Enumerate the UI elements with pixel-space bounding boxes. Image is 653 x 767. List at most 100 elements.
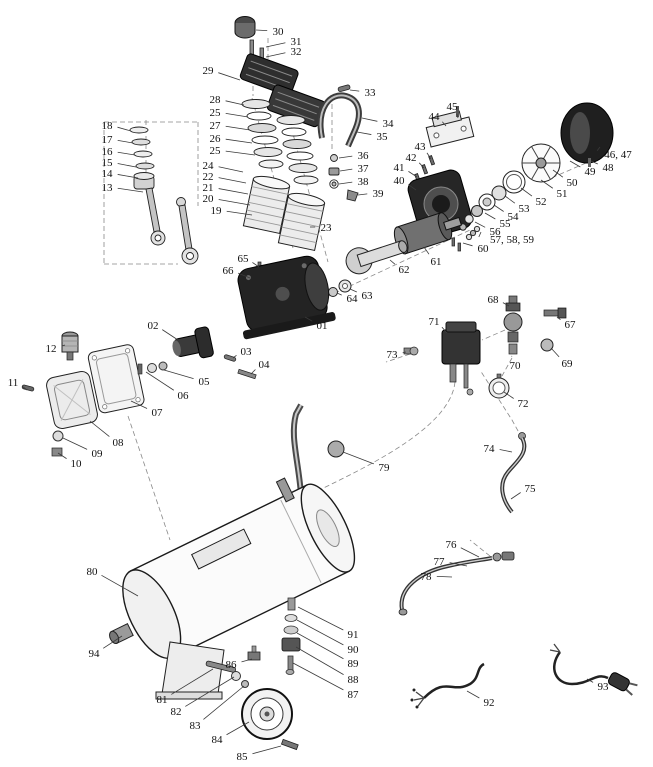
bolt-03 <box>223 354 237 362</box>
part-label-87: 87 <box>348 689 360 701</box>
power-plug <box>607 672 638 696</box>
leader-line-20 <box>218 199 251 206</box>
washer <box>491 185 507 201</box>
leader-line-48 <box>590 160 598 165</box>
leader-line-67 <box>556 316 561 321</box>
part-label-45: 45 <box>447 101 459 113</box>
air-filter <box>61 331 79 361</box>
fitting-69 <box>540 338 554 352</box>
part-label-16: 16 <box>102 146 114 158</box>
leader-line-09 <box>62 437 88 450</box>
leader-line-50 <box>552 169 564 178</box>
part-label-01: 01 <box>317 320 328 332</box>
part-label-50: 50 <box>567 177 579 189</box>
leader-line-25 <box>225 150 256 156</box>
regulator <box>503 295 523 355</box>
part-label-49: 49 <box>585 166 597 178</box>
part-label-66: 66 <box>223 265 235 277</box>
part-label-26: 26 <box>210 133 222 145</box>
leader-line-31 <box>265 42 286 48</box>
leader-line-43 <box>426 152 432 160</box>
part-label-60: 60 <box>478 243 490 255</box>
air-tank <box>109 477 356 659</box>
tank-handle-tube <box>290 403 304 495</box>
leader-line-17 <box>117 139 134 144</box>
part-label-11: 11 <box>8 377 19 389</box>
leader-line-79 <box>342 451 375 465</box>
fan-cover <box>560 102 614 167</box>
leader-line-36 <box>338 155 353 159</box>
mounting-bracket <box>425 106 475 148</box>
power-cord-93 <box>549 643 638 696</box>
part-label-42: 42 <box>406 152 417 164</box>
part-label-39: 39 <box>373 188 385 200</box>
leader-line-76 <box>460 547 480 558</box>
part-label-15: 15 <box>102 157 114 169</box>
drain-valve <box>247 645 261 661</box>
part-label-29: 29 <box>203 65 215 77</box>
drain-parts <box>281 597 301 675</box>
part-label-06: 06 <box>178 390 190 402</box>
part-label-90: 90 <box>348 644 360 656</box>
tank-port-nipple <box>275 477 295 503</box>
power-cord-92 <box>410 662 485 709</box>
part-label-43: 43 <box>415 141 427 153</box>
part-label-77: 77 <box>434 556 446 568</box>
leader-line-38 <box>338 181 353 185</box>
leader-line-86 <box>241 658 253 663</box>
part-label-74: 74 <box>484 443 496 455</box>
part-label-03: 03 <box>241 346 253 358</box>
part-label-08: 08 <box>113 437 125 449</box>
part-label-78: 78 <box>421 571 433 583</box>
leader-line-13 <box>117 187 144 193</box>
part-label-68: 68 <box>488 294 500 306</box>
leader-line-85 <box>252 745 282 755</box>
leader-line-68 <box>502 302 510 307</box>
part-label-82: 82 <box>171 706 182 718</box>
leader-line-10 <box>57 452 67 459</box>
leader-line-42 <box>418 162 425 169</box>
part-label-62: 62 <box>399 264 410 276</box>
part-label-38: 38 <box>358 176 370 188</box>
leader-line-54 <box>493 204 504 212</box>
leader-line-26 <box>225 138 253 144</box>
part-label-69: 69 <box>562 358 574 370</box>
leader-line-21 <box>218 188 249 195</box>
leader-line-52 <box>520 187 533 197</box>
washer-05a <box>147 363 157 373</box>
wheel-assembly <box>205 660 299 751</box>
tube-fittings <box>328 154 359 202</box>
part-label-67: 67 <box>565 319 577 331</box>
part-label-25: 25 <box>210 145 222 157</box>
part-label-93: 93 <box>598 681 610 693</box>
leader-line-75 <box>510 492 521 500</box>
part-label-73: 73 <box>387 349 399 361</box>
side-cover-plate <box>87 344 145 414</box>
washer-09 <box>52 430 64 442</box>
cylinder-sleeves <box>242 175 326 252</box>
housing-screws <box>451 237 461 252</box>
part-label-24: 24 <box>203 160 215 172</box>
leader-line-93 <box>586 678 594 683</box>
part-label-41: 41 <box>394 162 405 174</box>
part-label-07: 07 <box>152 407 164 419</box>
leader-line-56 <box>474 221 486 228</box>
part-label-86: 86 <box>226 659 238 671</box>
outlet-elbow <box>172 326 214 359</box>
leader-line-53 <box>504 195 516 204</box>
part-label-25: 25 <box>210 107 222 119</box>
leader-line-89 <box>296 632 344 660</box>
part-label-18: 18 <box>102 120 114 132</box>
leader-line-74 <box>499 449 513 453</box>
leader-line-07 <box>130 400 148 409</box>
leader-line-46-47 <box>596 146 601 151</box>
leader-line-49 <box>569 160 581 168</box>
leader-line-02 <box>162 329 179 341</box>
fitting-73 <box>403 346 419 356</box>
tank-legs <box>155 641 225 700</box>
bracket-screw <box>456 106 459 117</box>
leader-line-16 <box>117 151 136 156</box>
stud-04 <box>237 368 257 380</box>
part-label-32: 32 <box>291 46 302 58</box>
